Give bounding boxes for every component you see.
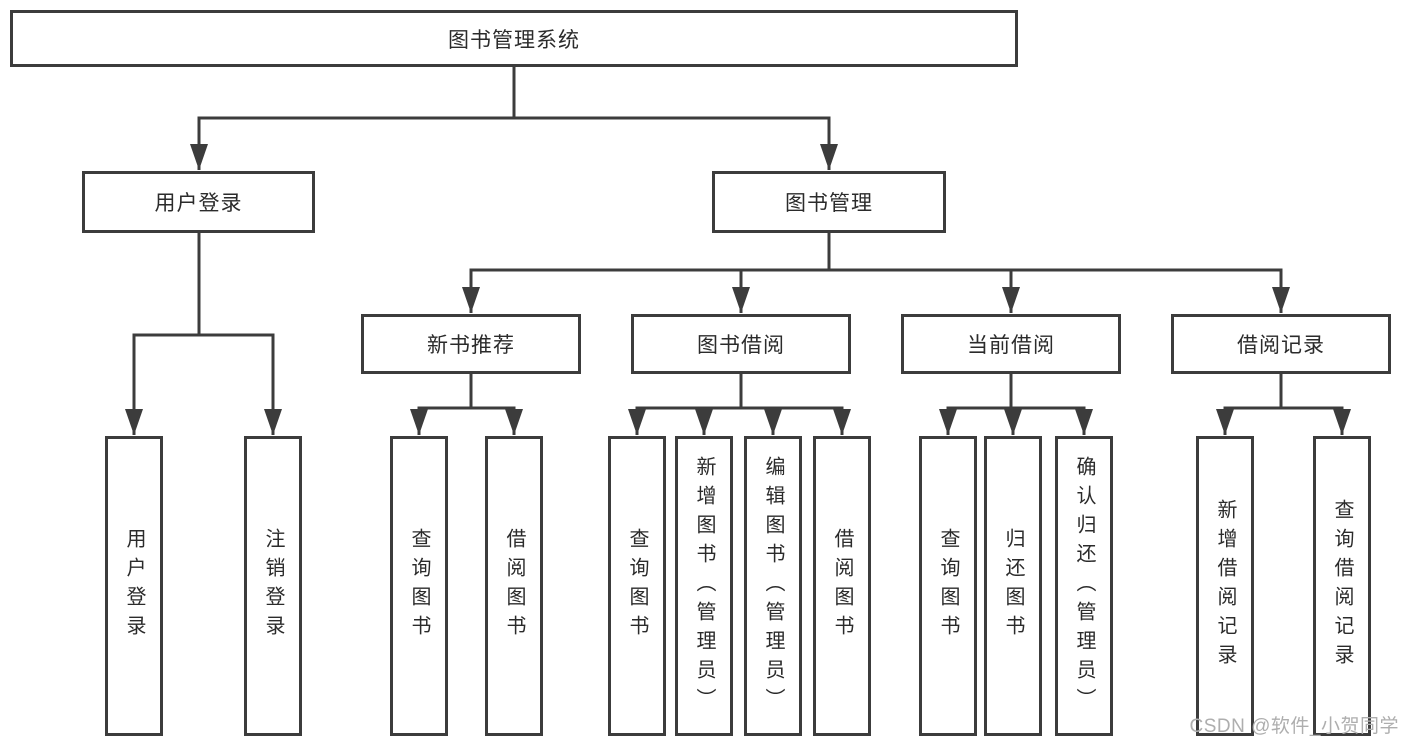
leaf-borrow-books: 借阅图书 xyxy=(813,436,871,736)
node-label: 用户登录 xyxy=(154,192,243,215)
node-label: 新增借阅记录 xyxy=(1214,499,1236,673)
node-label: 注销登录 xyxy=(262,528,284,644)
leaf-add-borrow-record: 新增借阅记录 xyxy=(1196,436,1254,736)
node-user-login: 用户登录 xyxy=(82,171,315,233)
node-label: 当前借阅 xyxy=(967,334,1055,357)
connector-user-login xyxy=(125,233,282,435)
leaf-confirm-return-admin: 确认归还（管理员） xyxy=(1055,436,1113,736)
node-label: 查询图书 xyxy=(937,528,959,644)
connector-new-book-recommend xyxy=(410,374,523,435)
leaf-logout: 注销登录 xyxy=(244,436,302,736)
node-label: 查询图书 xyxy=(626,528,648,644)
connector-book-borrow xyxy=(628,374,851,435)
leaf-borrow-books-recommend: 借阅图书 xyxy=(485,436,543,736)
node-label: 图书管理系统 xyxy=(448,28,580,52)
node-book-management: 图书管理 xyxy=(712,171,946,233)
node-label: 用户登录 xyxy=(123,528,145,644)
connector-book-management xyxy=(462,233,1290,313)
node-book-borrow: 图书借阅 xyxy=(631,314,851,374)
node-label: 查询借阅记录 xyxy=(1331,499,1353,673)
node-label: 借阅图书 xyxy=(831,528,853,644)
leaf-query-borrow-record: 查询借阅记录 xyxy=(1313,436,1371,736)
node-label: 查询图书 xyxy=(408,528,430,644)
connector-borrow-record xyxy=(1216,374,1351,435)
leaf-query-books-recommend: 查询图书 xyxy=(390,436,448,736)
node-borrow-record: 借阅记录 xyxy=(1171,314,1391,374)
node-label: 借阅图书 xyxy=(503,528,525,644)
leaf-return-books: 归还图书 xyxy=(984,436,1042,736)
node-label: 图书借阅 xyxy=(697,334,785,357)
leaf-query-books-current: 查询图书 xyxy=(919,436,977,736)
node-current-borrow: 当前借阅 xyxy=(901,314,1121,374)
node-library-management-system: 图书管理系统 xyxy=(10,10,1018,67)
node-label: 新增图书（管理员） xyxy=(693,455,715,717)
node-label: 新书推荐 xyxy=(427,334,515,357)
node-label: 编辑图书（管理员） xyxy=(762,455,784,717)
connector-root xyxy=(190,67,838,170)
node-label: 图书管理 xyxy=(785,192,873,215)
node-label: 借阅记录 xyxy=(1237,334,1325,357)
node-label: 归还图书 xyxy=(1002,528,1024,644)
connector-current-borrow xyxy=(939,374,1093,435)
node-label: 确认归还（管理员） xyxy=(1073,455,1095,717)
leaf-user-login: 用户登录 xyxy=(105,436,163,736)
leaf-edit-books-admin: 编辑图书（管理员） xyxy=(744,436,802,736)
leaf-query-books-borrow: 查询图书 xyxy=(608,436,666,736)
node-new-book-recommend: 新书推荐 xyxy=(361,314,581,374)
leaf-add-books-admin: 新增图书（管理员） xyxy=(675,436,733,736)
